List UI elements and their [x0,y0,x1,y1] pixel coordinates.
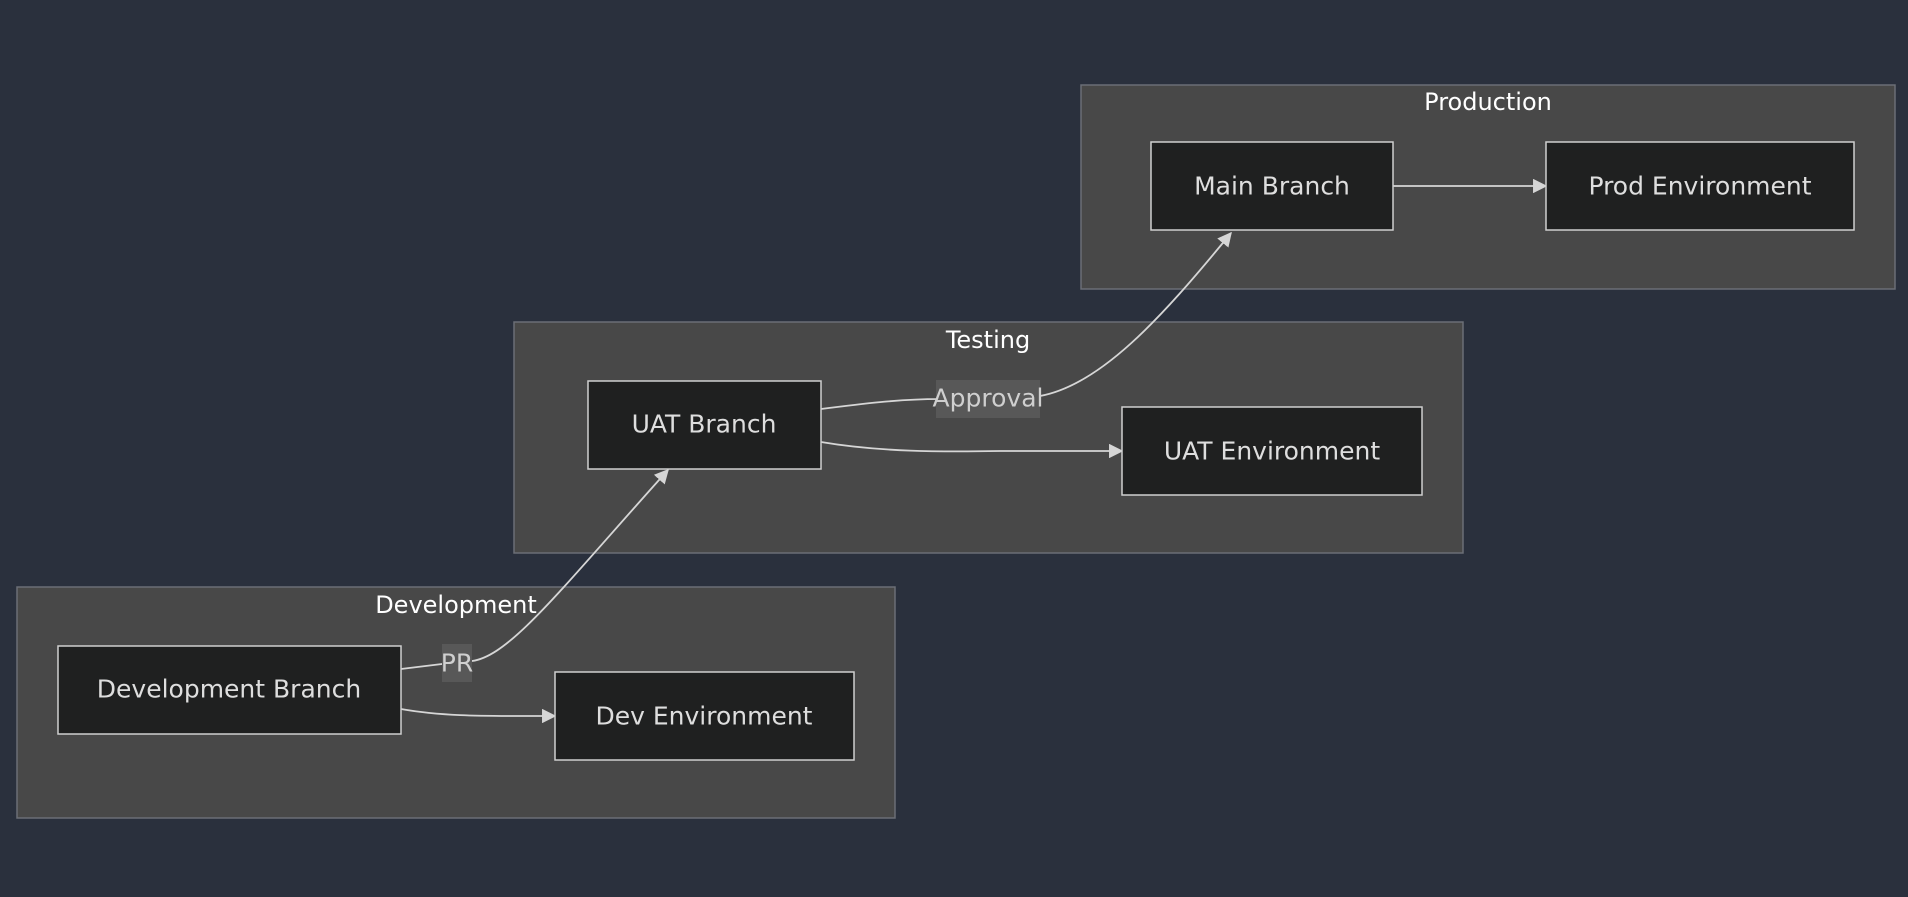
node-prod-environment-label: Prod Environment [1588,172,1811,201]
node-uat-environment[interactable]: UAT Environment [1121,406,1423,496]
node-main-branch-label: Main Branch [1194,172,1350,201]
node-dev-environment-label: Dev Environment [595,702,812,731]
node-development-branch[interactable]: Development Branch [57,645,402,735]
node-uat-branch[interactable]: UAT Branch [587,380,822,470]
node-development-branch-box[interactable] [57,645,402,735]
edge-label-pr: PR [441,644,473,682]
edge-uat-to-main-approval [820,231,1232,410]
cluster-testing-title: Testing [945,326,1030,354]
node-uat-environment-label: UAT Environment [1164,437,1381,466]
node-main-branch[interactable]: Main Branch [1150,141,1394,231]
edge-dev-to-dev-environment [400,708,557,724]
node-prod-environment[interactable]: Prod Environment [1545,141,1855,231]
node-dev-environment[interactable]: Dev Environment [554,671,855,761]
edge-uat-to-uat-environment [820,441,1124,459]
node-dev-environment-box[interactable] [554,671,855,761]
node-uat-branch-label: UAT Branch [632,410,777,439]
cluster-development-title: Development [375,591,537,619]
node-uat-branch-box[interactable] [587,380,822,470]
edge-label-approval-text: Approval [933,384,1044,413]
edge-label-approval: Approval [933,380,1044,418]
edge-label-pr-text: PR [441,649,473,678]
edge-dev-to-uat-pr [400,468,669,670]
node-uat-environment-box[interactable] [1121,406,1423,496]
edge-label-pr-bg [442,644,472,682]
node-main-branch-box[interactable] [1150,141,1394,231]
node-prod-environment-box[interactable] [1545,141,1855,231]
cluster-production-title: Production [1424,88,1552,116]
edge-label-approval-bg [936,380,1040,418]
node-development-branch-label: Development Branch [97,675,361,704]
